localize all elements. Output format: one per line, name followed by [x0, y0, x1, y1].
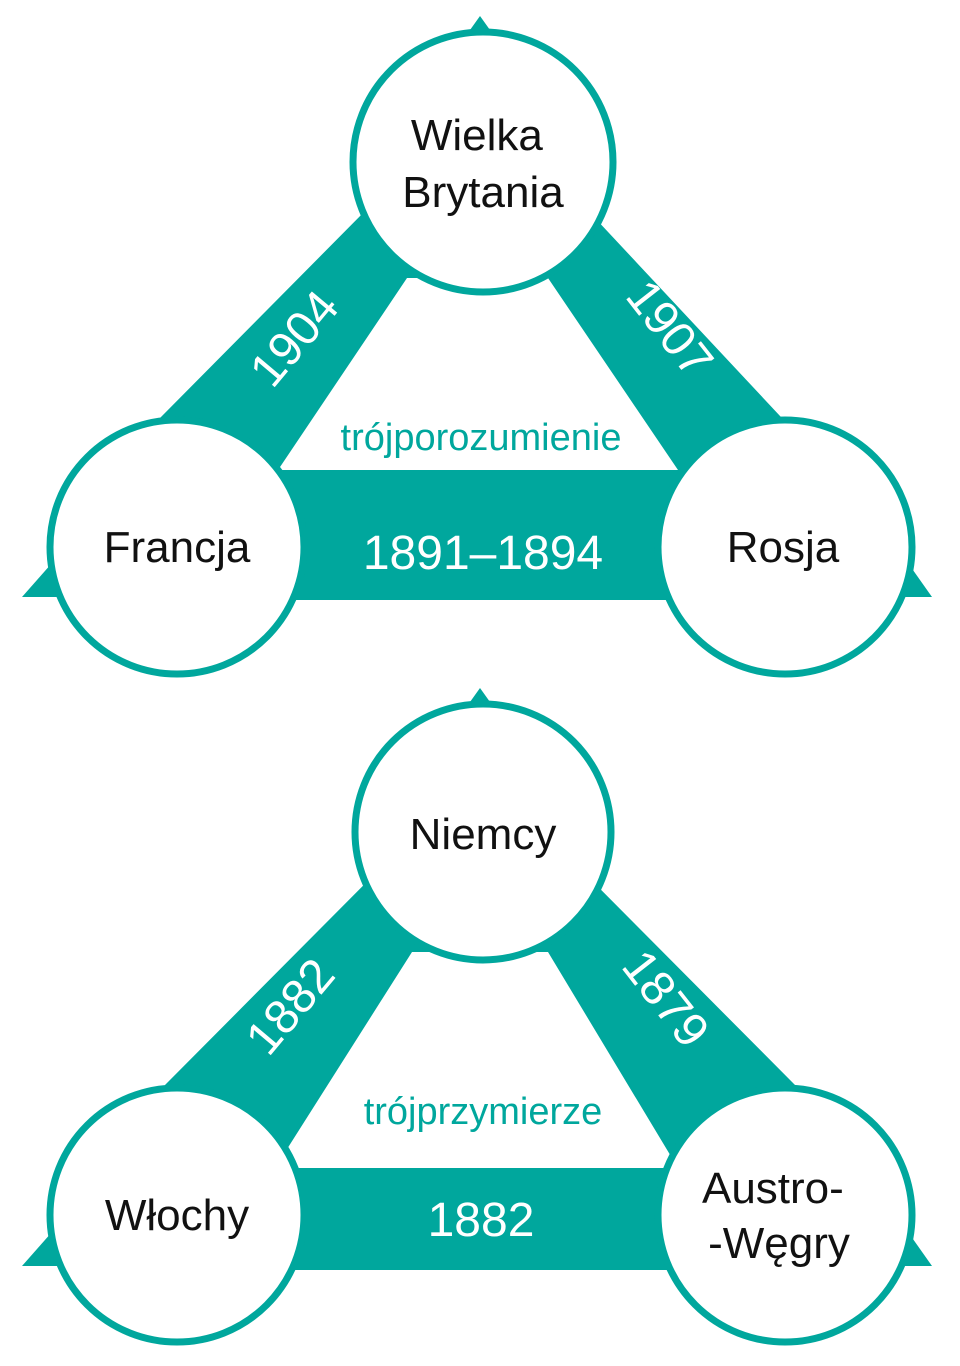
- caption-entente: trójporozumienie: [341, 417, 622, 459]
- alliance-band: [105, 768, 855, 1270]
- year-1891-1894: 1891–1894: [363, 527, 603, 580]
- caption-alliance: trójprzymierze: [364, 1091, 603, 1133]
- label-niemcy: Niemcy: [410, 810, 557, 859]
- node-wielka-brytania: [349, 28, 617, 296]
- alliance-left-pointer: [22, 1232, 58, 1266]
- node-francja: [46, 416, 308, 678]
- node-rosja: [654, 416, 916, 678]
- entente-top-pointer: [470, 16, 490, 30]
- label-austro-wegry: Austro- -Węgry: [702, 1164, 856, 1268]
- year-1882-bottom: 1882: [428, 1194, 535, 1247]
- alliance-diagram: Niemcy Włochy Austro- -Węgry 1882 1879 1…: [22, 688, 932, 1346]
- node-niemcy: [351, 700, 615, 964]
- label-francja: Francja: [104, 523, 251, 572]
- node-wlochy: [46, 1084, 308, 1346]
- entente-diagram: Wielka Brytania Francja Rosja 1904 1907 …: [22, 16, 932, 678]
- label-rosja: Rosja: [727, 523, 840, 572]
- entente-band: [105, 95, 855, 600]
- alliance-top-pointer: [470, 688, 490, 702]
- label-wlochy: Włochy: [105, 1191, 249, 1240]
- label-wielka-brytania: Wielka Brytania: [402, 111, 564, 217]
- node-austro-wegry: [654, 1084, 916, 1346]
